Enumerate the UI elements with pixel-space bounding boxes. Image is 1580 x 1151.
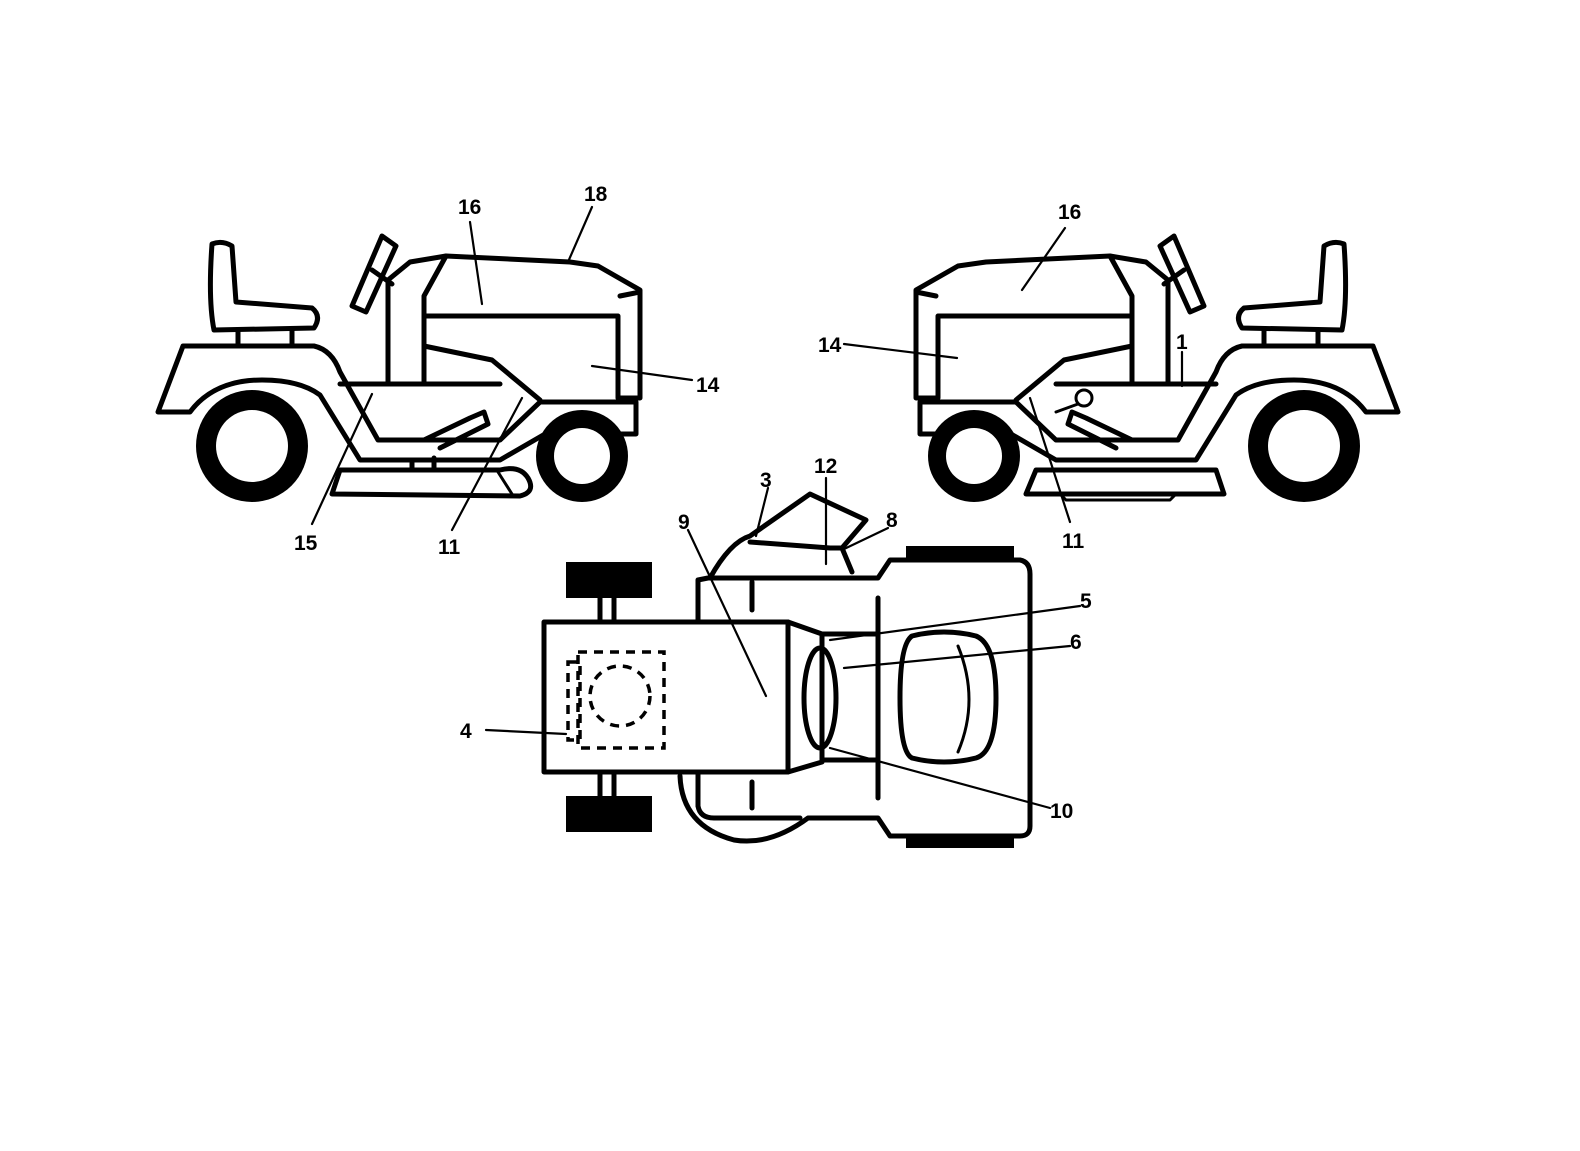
callout-left-16: 16 bbox=[458, 196, 481, 219]
callout-top-10: 10 bbox=[1050, 800, 1073, 823]
callout-right-14: 14 bbox=[818, 334, 842, 357]
callout-top-12: 12 bbox=[814, 455, 837, 478]
seat bbox=[207, 239, 320, 333]
callout-top-9: 9 bbox=[678, 511, 690, 534]
callout-left-15: 15 bbox=[294, 532, 318, 555]
steering-column-top bbox=[801, 645, 839, 751]
hood bbox=[421, 253, 643, 401]
mower-deck bbox=[329, 466, 534, 499]
callout-labels: 16 18 14 15 11 16 14 1 11 3 12 8 9 5 6 4… bbox=[294, 183, 1188, 823]
tractor-top-view bbox=[541, 491, 1033, 848]
front-wheel-top bbox=[566, 562, 652, 598]
tractor-left-side-view bbox=[155, 233, 643, 502]
callout-top-6: 6 bbox=[1070, 631, 1082, 654]
mower-deck-top bbox=[677, 557, 1033, 844]
callout-left-11: 11 bbox=[438, 536, 461, 559]
callout-right-11: 11 bbox=[1062, 530, 1085, 553]
callout-top-5: 5 bbox=[1080, 590, 1092, 613]
callout-left-14: 14 bbox=[696, 374, 720, 397]
seat-top bbox=[897, 629, 999, 765]
discharge-chute bbox=[707, 491, 869, 581]
front-wheel-bottom bbox=[566, 796, 652, 832]
rear-wheel-top bbox=[906, 546, 1014, 560]
steering-wheel bbox=[349, 233, 399, 315]
rear-wheel-bottom bbox=[906, 836, 1014, 848]
callout-right-16: 16 bbox=[1058, 201, 1081, 224]
hood-top bbox=[541, 619, 791, 775]
callout-top-4: 4 bbox=[460, 720, 472, 743]
dash-column bbox=[385, 253, 449, 387]
callout-top-8: 8 bbox=[886, 509, 898, 532]
callout-top-3: 3 bbox=[760, 469, 772, 492]
leader-lines bbox=[310, 205, 1184, 810]
rear-fender bbox=[155, 343, 639, 463]
tractor-right-side-view bbox=[913, 233, 1401, 502]
callout-right-1: 1 bbox=[1176, 331, 1188, 354]
callout-left-18: 18 bbox=[584, 183, 608, 206]
